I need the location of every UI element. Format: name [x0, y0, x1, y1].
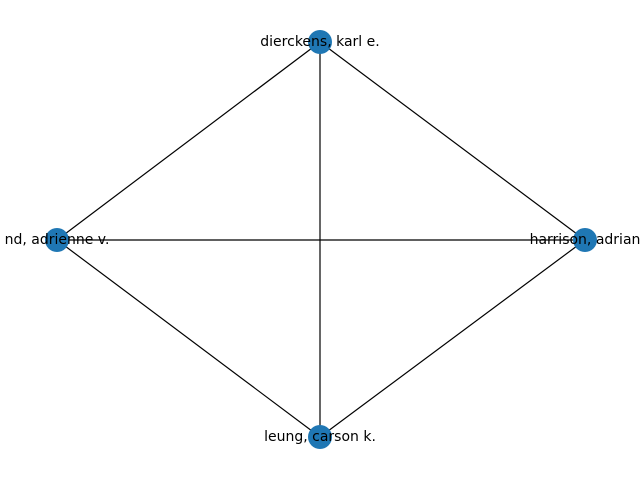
- edge-adrienne-leung: [56, 239, 321, 438]
- node-harrison: [573, 228, 597, 252]
- node-label-adrienne: nd, adrienne v.: [5, 232, 110, 248]
- node-leung: [308, 425, 332, 449]
- node-label-harrison: harrison, adrian: [530, 232, 640, 248]
- label-layer: dierckens, karl e. harrison, adrian leung,…: [5, 34, 640, 445]
- edge-layer: [56, 41, 586, 438]
- edge-leung-harrison: [319, 239, 586, 438]
- node-adrienne: [45, 228, 69, 252]
- node-layer: [45, 30, 597, 449]
- edge-dierckens-adrienne: [56, 41, 321, 241]
- node-label-leung: leung, carson k.: [264, 429, 376, 445]
- node-dierckens: [308, 30, 332, 54]
- node-label-dierckens: dierckens, karl e.: [260, 34, 379, 50]
- edge-dierckens-harrison: [319, 41, 586, 241]
